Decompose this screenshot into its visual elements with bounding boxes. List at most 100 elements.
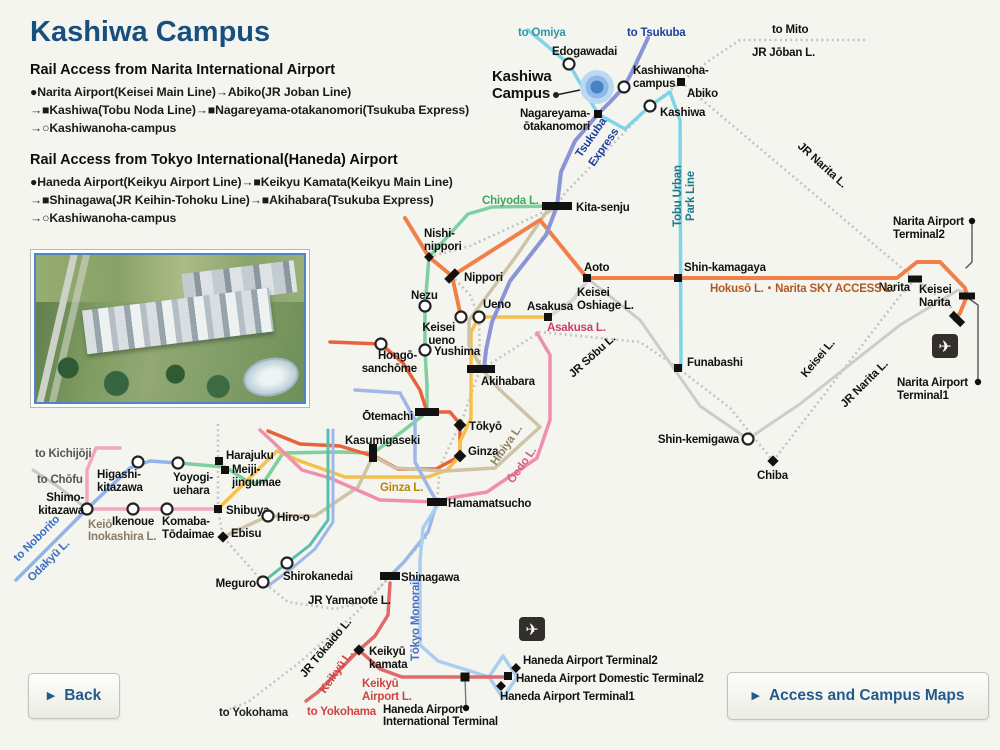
line-label: Asakusa L. [547,322,606,334]
station-label-Nishi-nippori: Nishi-nippori [424,228,462,253]
rail-line-haneda-intl-connector [464,676,467,709]
station-marker-Otemachi [415,408,439,416]
station-marker-Ebisu [217,531,229,543]
station-label-Narita: Narita [879,282,911,294]
station-label-Haneda-Airport-Terminal1: Haneda Airport Terminal1 [500,691,635,703]
station-label-Komaba-Todaimae: Komaba-Tōdaimae [162,516,214,541]
station-marker-Narita-airport-bar [948,310,966,328]
line-label: Ginza L. [380,482,423,494]
station-label-Shirokanedai: Shirokanedai [283,571,353,583]
station-marker-Hongo-sanchome [374,337,388,351]
station-marker-Funabashi [674,364,682,372]
station-marker-Narita-Airport-Terminal2 [968,217,976,225]
back-button[interactable]: ▶ Back [28,673,120,719]
station-label-Kasumigaseki: Kasumigaseki [345,435,420,447]
airplane-icon [519,617,545,641]
station-marker-Nishi-nippori [424,252,434,262]
station-label-Yoyogi-uehara: Yoyogi-uehara [173,472,213,497]
station-marker-Keikyu-kamata [353,644,365,656]
station-marker-Yoyogi-uehara [171,456,185,470]
station-marker-Shin-kamagaya [674,274,682,282]
station-label-Shin-kemigawa: Shin-kemigawa [658,434,740,446]
campus-pointer-line [555,89,581,96]
station-label-Meguro: Meguro [216,578,257,590]
access-narita-heading: Rail Access from Narita International Ai… [30,62,336,78]
station-marker-Meiji-jingumae [221,466,229,474]
photo-frame [34,253,306,404]
play-arrow-icon: ▶ [46,689,56,702]
airplane-glyph: ✈ [525,622,538,639]
rail-line-jr-tokaido [221,575,391,714]
line-label: to Chōfu [37,474,83,486]
station-marker-Nagareyama-otakanomori [594,110,602,118]
station-marker-Asakusa [544,313,552,321]
station-label-Funabashi: Funabashi [687,357,743,369]
station-label-Shimo-kitazawa: Shimo-kitazawa [38,492,85,517]
station-label-Kashiwanoha-campus: Kashiwanoha-campus [633,65,709,90]
station-label-Nezu: Nezu [411,290,438,302]
station-marker-Kashiwanoha-campus [617,80,631,94]
access-narita-step: →○Kashiwanoha-campus [30,121,177,135]
station-marker-Haneda-Airport-Terminal1 [496,681,506,691]
line-label: Hokusō L.・Narita SKY ACCESS L. [710,283,894,295]
station-label-Yushima: Yushima [434,346,481,358]
station-marker-Akihabara [467,365,495,373]
station-marker-Hiro-o [261,509,275,523]
station-label-Asakusa: Asakusa [527,301,574,313]
station-marker-Keisei-Narita [959,292,975,300]
line-label: Keisei L. [799,337,837,380]
access-and-campus-maps-button[interactable]: ▶ Access and Campus Maps [727,672,989,720]
line-label: Tobu UrbanPark Line [672,165,697,227]
station-marker-Harajuku [215,457,223,465]
access-haneda-heading: Rail Access from Tokyo International(Han… [30,152,398,168]
station-marker-Haneda-Airport-International-Terminal [462,704,470,712]
station-label-Shin-kamagaya: Shin-kamagaya [684,262,767,274]
station-label-Hongo-sanchome: Hongō-sanchōme [362,350,418,375]
access-narita-step: →■Kashiwa(Tobu Noda Line)→■Nagareyama-ot… [30,103,470,117]
station-marker-Kasumigaseki [369,444,377,462]
station-label-Ueno: Ueno [483,299,511,311]
station-marker-Haneda-Airport-Terminal2 [511,663,521,673]
station-marker-Aoto [583,274,591,282]
airplane-icon [932,334,958,358]
station-label-Ikenoue: Ikenoue [112,516,154,528]
rail-line-mita [266,428,335,588]
station-marker-Nippori [444,268,460,284]
campus-aerial-photo [30,249,310,408]
station-label-Hiro-o: Hiro-o [277,512,310,524]
station-marker-Shirokanedai [280,556,294,570]
rail-line-keikyu-main [304,581,392,703]
line-label: JR Yamanote L. [308,595,391,607]
station-label-Aoto: Aoto [584,262,610,274]
rail-line-odakyu [14,459,180,582]
station-marker-Shinagawa [380,572,400,580]
station-marker-Haneda-Airport-Domestic-Terminal2 [504,672,512,680]
station-label-Otemachi: Ōtemachi [362,411,413,423]
station-label-Ebisu: Ebisu [231,528,261,540]
station-label-Kita-senju: Kita-senju [576,202,630,214]
access-haneda-step: →○Kashiwanoha-campus [30,211,177,225]
line-label: JR Sōbu L. [567,332,618,380]
rail-line-keikyu-airport [357,648,510,679]
station-marker-Meguro [256,575,270,589]
station-label-Akihabara: Akihabara [481,376,536,388]
station-label-Nagareyama-otakanomori: Nagareyama-ōtakanomori [520,108,590,133]
station-label-Haneda-Airport-Terminal2: Haneda Airport Terminal2 [523,655,658,667]
line-label: to Mito [772,24,808,36]
access-from-haneda-block: Rail Access from Tokyo International(Han… [30,152,480,227]
rail-line-keisei-oshiage [546,279,589,319]
station-marker-Chiba [767,455,779,467]
campus-marker [590,80,604,94]
station-marker-Ueno [472,310,486,324]
station-marker-monorail-junction [460,672,470,682]
station-label-Hamamatsucho: Hamamatsucho [448,498,531,510]
rail-line-tobu-noda-urban-park [526,28,683,370]
station-label-Abiko: Abiko [687,88,718,100]
rail-line-tokyo-monorail-loop [487,654,519,700]
station-label-Shibuya: Shibuya [226,505,270,517]
line-label: to Kichijōji [35,448,91,460]
